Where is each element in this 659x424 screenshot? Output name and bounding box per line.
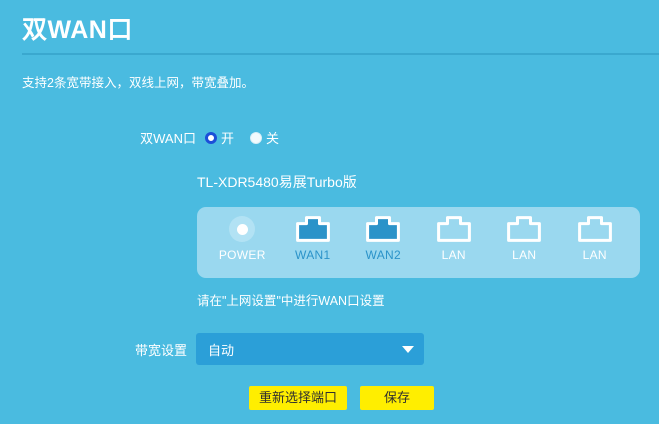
- dual-wan-radio-group: 开 关: [205, 128, 295, 147]
- port-item-lan3[interactable]: LAN: [560, 215, 631, 262]
- ethernet-port-icon-lan3: [577, 215, 612, 243]
- port-item-wan1[interactable]: WAN1: [278, 215, 349, 262]
- save-button[interactable]: 保存: [360, 386, 435, 410]
- port-caption-wan1: WAN1: [295, 248, 331, 262]
- chevron-down-icon[interactable]: [402, 345, 414, 353]
- radio-option-on[interactable]: 开: [205, 128, 234, 147]
- radio-label-on: 开: [221, 131, 235, 146]
- router-port-panel: POWER WAN1 WAN2 LAN LAN: [197, 207, 640, 278]
- page-subtitle: 支持2条宽带接入，双线上网，带宽叠加。: [22, 76, 254, 90]
- reselect-ports-button[interactable]: 重新选择端口: [249, 386, 348, 410]
- port-item-wan2[interactable]: WAN2: [348, 215, 419, 262]
- ethernet-port-icon-wan2: [366, 215, 401, 243]
- radio-selected-icon[interactable]: [205, 131, 217, 144]
- port-caption-lan2: LAN: [512, 248, 537, 262]
- port-item-lan1[interactable]: LAN: [419, 215, 490, 262]
- port-caption-lan3: LAN: [582, 248, 607, 262]
- button-bar: 重新选择端口 保存: [249, 386, 435, 410]
- header-divider: [22, 53, 659, 55]
- device-model-label: TL-XDR5480易展Turbo版: [197, 174, 357, 190]
- bandwidth-select-value: 自动: [208, 342, 235, 358]
- port-caption-power: POWER: [218, 248, 266, 262]
- radio-option-off[interactable]: 关: [250, 128, 279, 147]
- port-caption-wan2: WAN2: [365, 248, 401, 262]
- page-header: 双WAN口: [0, 0, 659, 56]
- bandwidth-label: 带宽设置: [134, 342, 187, 358]
- power-led-icon: [229, 215, 256, 243]
- bandwidth-row: 带宽设置 自动: [0, 333, 430, 365]
- bandwidth-select[interactable]: 自动: [196, 333, 424, 365]
- radio-label-off: 关: [266, 131, 280, 146]
- dual-wan-label: 双WAN口: [140, 131, 196, 146]
- port-caption-lan1: LAN: [441, 248, 466, 262]
- radio-unselected-icon[interactable]: [250, 131, 263, 144]
- ethernet-port-icon-lan2: [507, 215, 542, 243]
- port-item-power: POWER: [207, 215, 278, 262]
- ethernet-port-icon-wan1: [295, 215, 330, 243]
- wan-setup-hint: 请在"上网设置"中进行WAN口设置: [197, 294, 385, 308]
- port-item-lan2[interactable]: LAN: [489, 215, 560, 262]
- dual-wan-switch-row: 双WAN口 开 关: [0, 128, 430, 147]
- ethernet-port-icon-lan1: [436, 215, 471, 243]
- page-title: 双WAN口: [22, 16, 133, 44]
